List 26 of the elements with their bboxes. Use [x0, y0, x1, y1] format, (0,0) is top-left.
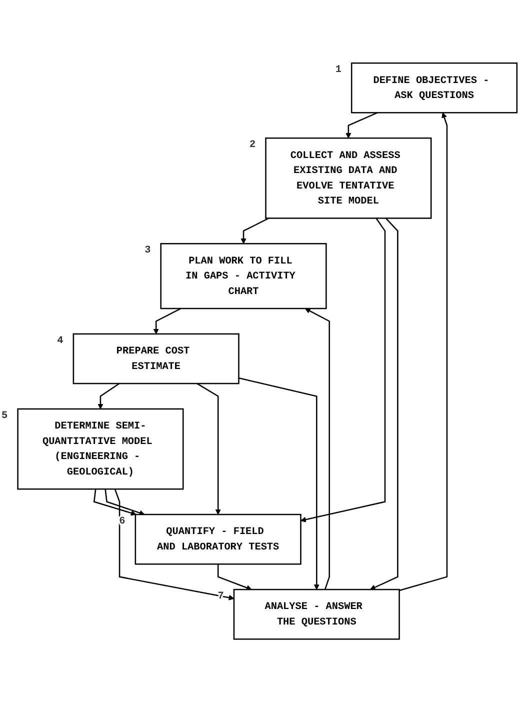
arrow: [153, 308, 182, 335]
arrow: [114, 489, 234, 601]
arrow: [104, 489, 145, 516]
process-box: DEFINE OBJECTIVES - ASK QUESTIONS: [350, 62, 518, 114]
step-number: 4: [57, 336, 64, 348]
arrow: [217, 564, 252, 591]
step-number: 3: [144, 246, 151, 257]
process-box: PLAN WORK TO FILL IN GAPS - ACTIVITY CHART: [160, 243, 327, 310]
arrow: [196, 383, 221, 516]
process-box: COLLECT AND ASSESS EXISTING DATA AND EVOLVE TENTATIVE SITE MODEL: [265, 138, 432, 220]
arrow: [370, 218, 398, 590]
step-number: 1: [335, 65, 342, 76]
process-box: PREPARE COST ESTIMATE: [72, 334, 240, 385]
arrow: [240, 218, 270, 244]
process-box: DETERMINE SEMI-QUANTITATIVE MODEL (ENGINEERING - GEOLOGICAL): [17, 408, 184, 490]
arrow: [399, 112, 448, 592]
arrow: [304, 308, 330, 590]
arrow: [346, 112, 378, 139]
step-number: 5: [2, 411, 8, 422]
arrow: [98, 383, 120, 410]
process-box: QUANTIFY - FIELD AND LABORATORY TESTS: [134, 514, 302, 566]
step-number: 2: [249, 140, 256, 152]
arrow: [238, 378, 320, 590]
arrow: [300, 218, 386, 523]
arrow: [93, 489, 136, 516]
process-box: ANALYSE - ANSWER THE QUESTIONS: [233, 589, 400, 640]
